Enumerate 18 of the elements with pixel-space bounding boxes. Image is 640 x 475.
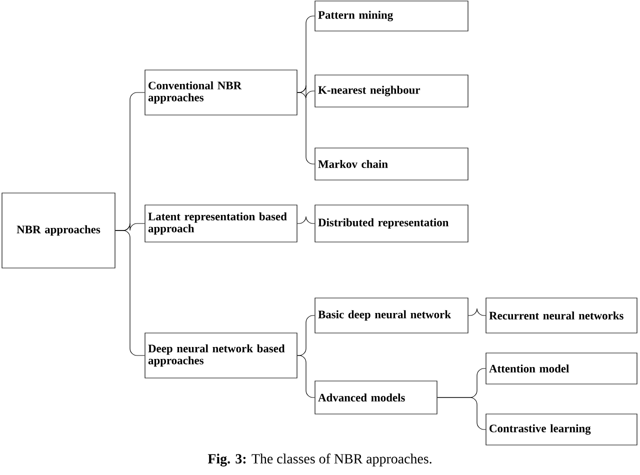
connector bbox=[115, 230, 145, 356]
connector bbox=[297, 85, 315, 98]
connector bbox=[297, 216, 315, 224]
category-box: Deep neural network based approaches bbox=[144, 332, 298, 378]
category-box: Markov chain bbox=[314, 148, 468, 180]
figure-caption: Fig. 3: The classes of NBR approaches. bbox=[208, 454, 432, 466]
category-box: Attention model bbox=[486, 352, 638, 384]
category-box: NBR approaches bbox=[2, 192, 116, 268]
category-box: Basic deep neural network bbox=[314, 298, 468, 334]
connector bbox=[468, 308, 486, 316]
category-box: K-nearest neighbour bbox=[314, 74, 468, 108]
category-box: Recurrent neural networks bbox=[486, 298, 638, 334]
category-box: Latent representation based approach bbox=[144, 204, 298, 242]
category-box: Advanced models bbox=[314, 380, 438, 414]
category-box: Distributed representation bbox=[314, 204, 468, 242]
category-box: Conventional NBR approaches bbox=[144, 70, 298, 116]
category-box: Contrastive learning bbox=[486, 414, 638, 446]
category-box: Pattern mining bbox=[314, 0, 468, 32]
